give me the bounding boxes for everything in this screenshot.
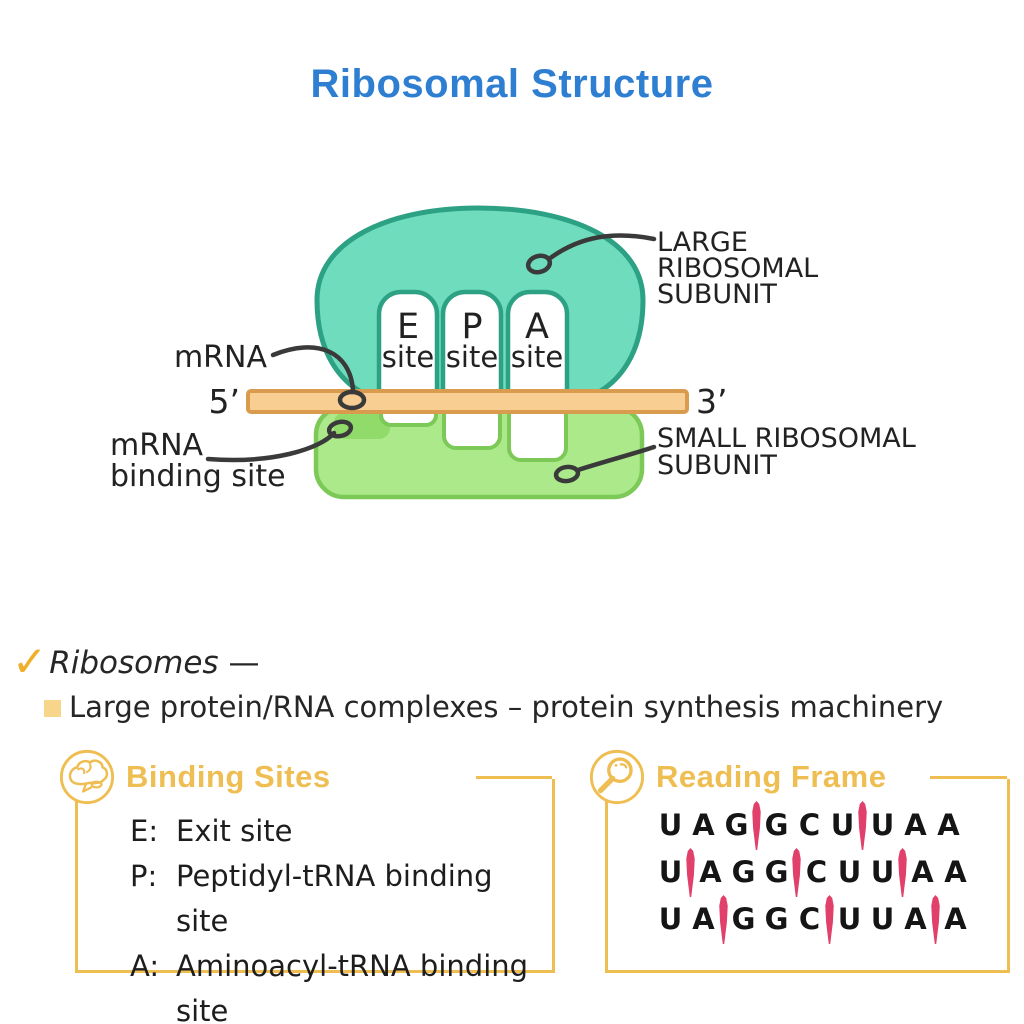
binding-sites-head: Binding Sites: [58, 748, 331, 806]
large-subunit-pointer-line: [546, 233, 657, 262]
ribosomes-definition: Large protein/RNA complexes – protein sy…: [69, 690, 944, 724]
codon-letter: G: [764, 854, 789, 889]
codon-letter: U: [658, 854, 683, 889]
magnifier-icon: [589, 749, 645, 805]
ribosomes-term: Ribosomes: [49, 645, 219, 681]
frame-divider-mark: [825, 895, 834, 944]
small-subunit-label-line2: SUBUNIT: [657, 450, 777, 481]
codon-letter: U: [837, 854, 862, 889]
large-subunit-pointer-circle: [525, 253, 553, 275]
square-bullet-icon: [44, 700, 61, 717]
large-subunit-label-line1: LARGE: [657, 227, 748, 258]
codon-letter: G: [724, 807, 749, 842]
e-site-letter: E: [397, 307, 419, 347]
codon-letter: G: [731, 854, 756, 889]
binding-sites-list: E: Exit site P: Peptidyl-tRNA binding si…: [78, 779, 552, 1024]
binding-site-label: Peptidyl-tRNA binding site: [176, 859, 493, 938]
codon-letter: G: [731, 901, 756, 936]
codon-letter: U: [830, 807, 855, 842]
e-site-word: site: [382, 340, 434, 374]
reading-frame-title: Reading Frame: [656, 759, 887, 794]
codon-letter: A: [904, 901, 927, 936]
codon-letter: A: [904, 807, 927, 842]
codon-letter: C: [798, 901, 821, 936]
mrna-binding-pointer-circle: [326, 419, 354, 439]
codon-letter: A: [692, 901, 715, 936]
binding-site-key: P:: [130, 859, 158, 893]
p-site-letter: P: [461, 307, 482, 347]
reading-frame-head-line: [930, 776, 1007, 779]
page-title: Ribosomal Structure: [310, 62, 714, 106]
small-subunit-label-line1: SMALL RIBOSOMAL: [657, 423, 916, 454]
large-subunit-label-line2: RIBOSOMAL: [657, 253, 818, 284]
frame-divider-mark: [752, 801, 761, 850]
frame-divider-mark: [719, 895, 728, 944]
small-subunit-pointer-line: [575, 444, 657, 473]
binding-site-key: A:: [130, 949, 160, 983]
p-site-word: site: [446, 340, 498, 374]
codon-letter: U: [870, 807, 895, 842]
codon-letter: A: [944, 854, 967, 889]
codon-letter: U: [870, 901, 895, 936]
codon-letter: G: [764, 901, 789, 936]
codon-letter: C: [798, 807, 821, 842]
codon-letter: U: [658, 901, 683, 936]
codon-letter: A: [692, 807, 715, 842]
codon-letter: A: [944, 901, 967, 936]
binding-site-key: E:: [130, 814, 159, 848]
mrna-pointer-line: [270, 345, 356, 393]
mrna-binding-pointer-line: [205, 430, 337, 463]
five-prime-label: 5’: [209, 382, 241, 421]
binding-site-item: A: Aminoacyl-tRNA binding site: [130, 944, 552, 1024]
term-dash: —: [228, 645, 260, 681]
codon-letter: U: [837, 901, 862, 936]
large-subunit-label-line3: SUBUNIT: [657, 279, 777, 310]
small-subunit-pointer-circle: [553, 464, 581, 484]
codon-letter: U: [870, 854, 895, 889]
codon-letter: A: [911, 854, 934, 889]
binding-site-item: P: Peptidyl-tRNA binding site: [130, 854, 552, 944]
frame-divider-mark: [792, 848, 801, 897]
three-prime-label: 3’: [696, 382, 728, 421]
frame-divider-mark: [686, 848, 695, 897]
mrna-pointer-circle: [337, 389, 367, 411]
ribosomes-note-line: ✓ Ribosomes —: [12, 641, 260, 683]
a-site-letter: A: [525, 307, 549, 347]
reading-frame-head: Reading Frame: [588, 748, 886, 806]
mrna-binding-label-line2: binding site: [110, 459, 286, 494]
checkmark-icon: ✓: [12, 637, 48, 686]
codon-letter: A: [937, 807, 960, 842]
binding-site-label: Aminoacyl-tRNA binding site: [176, 949, 529, 1024]
binding-site-label: Exit site: [176, 814, 293, 848]
codon-letter: G: [764, 807, 789, 842]
binding-sites-head-line: [476, 776, 552, 779]
mrna-strand: [246, 389, 689, 414]
binding-sites-title: Binding Sites: [126, 759, 331, 794]
binding-site-item: E: Exit site: [130, 809, 552, 854]
codon-letter: C: [805, 854, 828, 889]
frame-divider-mark: [858, 801, 867, 850]
frame-divider-mark: [931, 895, 940, 944]
codon-letter: A: [699, 854, 722, 889]
mrna-label: mRNA: [174, 340, 268, 375]
ribosomes-definition-line: Large protein/RNA complexes – protein sy…: [44, 690, 943, 724]
brain-icon: [59, 749, 115, 805]
binding-sites-box: Binding Sites E: Exit site P: Peptidyl-t…: [59, 749, 555, 1024]
a-site-word: site: [511, 340, 563, 374]
frame-divider-mark: [898, 848, 907, 897]
mrna-binding-label-line1: mRNA: [110, 428, 204, 463]
codon-letter: U: [658, 807, 683, 842]
